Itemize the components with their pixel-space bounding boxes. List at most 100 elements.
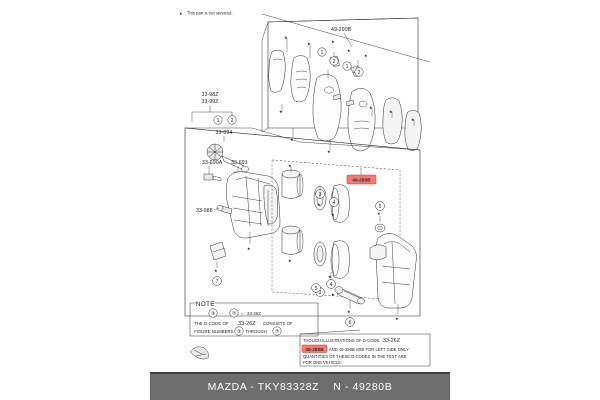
callout-circle xyxy=(234,326,244,336)
callout-2: 2 xyxy=(333,59,336,65)
star-icon: ★ xyxy=(411,117,415,122)
note-line3-b: ⑦ xyxy=(275,329,280,335)
note-line1-code: 33-26Z xyxy=(247,311,261,316)
note-line1-a: ③ xyxy=(211,311,216,317)
callout-5b: 5 xyxy=(315,286,318,292)
caliper-highlight-group: 49-280B xyxy=(346,168,377,185)
callout-circle xyxy=(329,197,339,207)
star-icon: ★ xyxy=(214,268,218,273)
pad-set-label-group: 49-290B xyxy=(331,27,353,48)
callout-circle xyxy=(272,326,282,336)
info-line3: QUANTITIES OF THESE D-CODES IN THE TEXT … xyxy=(303,354,407,359)
star-icon: ★ xyxy=(347,48,351,53)
star-icon: ★ xyxy=(395,316,399,321)
note-box: NOTE ③ ··· ⑦ = 33-26Z THE D-CODE OF 33-2… xyxy=(189,301,319,337)
star-icon: ★ xyxy=(284,35,288,40)
note-title: NOTE xyxy=(196,301,215,308)
footer-banner: MAZDA - TKY83328Z N - 49280B xyxy=(150,374,450,400)
star-icon: ★ xyxy=(331,39,335,44)
info-line4: FOR ONE VEHICLE. xyxy=(303,360,342,365)
note-line1-b: ⑦ xyxy=(232,311,237,317)
star-icon: ★ xyxy=(364,53,368,58)
callout-4b: 4 xyxy=(330,282,333,288)
note-line2: THE D-CODE OF xyxy=(194,321,229,326)
caliper-body xyxy=(216,171,281,239)
info-line1-code: 33-26Z xyxy=(383,338,400,344)
star-icon: ★ xyxy=(331,292,335,297)
callout-circle xyxy=(213,115,223,125)
star-icon: ★ xyxy=(369,105,373,110)
pin-boot-group: 33-694 xyxy=(206,130,249,173)
star-icon: ★ xyxy=(389,109,393,114)
brake-pad-group xyxy=(268,38,422,152)
note-line3-mid: THROUGH xyxy=(245,329,267,334)
warning-pictogram-icon xyxy=(189,346,209,360)
callout-2b: 2 xyxy=(358,70,361,76)
star-icon: ★ xyxy=(279,109,283,114)
star-icon: ★ xyxy=(327,149,331,154)
top-diagonal-leader xyxy=(261,13,431,63)
star-icon: ★ xyxy=(317,202,321,207)
info-line2-rest: AND 49-290B ARE FOR LEFT SIDE ONLY xyxy=(329,347,409,352)
piston-seal-group xyxy=(281,169,350,279)
star-icon: ★ xyxy=(331,212,335,217)
callout-7: 7 xyxy=(216,279,219,285)
callout-3b: 3 xyxy=(319,290,322,296)
callout-circle xyxy=(227,115,237,125)
piston-callouts: ★ 3 ★ 4 ★ ★ 3 ★ xyxy=(288,163,339,297)
callout-1: 1 xyxy=(321,50,324,56)
note-line3-a: ③ xyxy=(237,329,242,335)
note-line3: FIGURE NUMBERS xyxy=(194,329,234,334)
callout-circle xyxy=(311,283,321,293)
callout-circle xyxy=(212,276,222,286)
callout-2c: 2 xyxy=(231,118,234,124)
caliper-assembly-frame xyxy=(184,127,421,317)
slide-pin-group: ★ 6 xyxy=(334,286,365,327)
callout-1b: 1 xyxy=(346,64,349,70)
note-line1-eq: = xyxy=(241,311,244,316)
callout-circle xyxy=(317,47,327,57)
callout-6: 6 xyxy=(349,320,352,326)
bleeder-label-group: 33-988 xyxy=(196,207,220,214)
callout-5: 5 xyxy=(379,204,382,210)
footer-text: MAZDA - TKY83328Z N - 49280B xyxy=(207,381,393,393)
shim-lower-label: 33-99Z xyxy=(201,99,218,105)
note-line2-code: 33-26Z xyxy=(238,321,256,327)
info-line1: THOUGH ILLUSTRATIONS OF D-CODE xyxy=(303,338,379,343)
top-star-note: ★ This part is not serviced. xyxy=(179,11,233,17)
star-glyph-icon: ★ xyxy=(179,11,183,16)
pad-set-label: 49-290B xyxy=(331,27,352,33)
footer-rule xyxy=(150,372,450,374)
bleeder-label: 33-988 xyxy=(196,208,213,214)
callout-circle xyxy=(354,67,364,77)
star-icon: ★ xyxy=(288,163,292,168)
info-highlight-box xyxy=(301,344,328,353)
clip-callout-group: ★ 7 xyxy=(209,241,227,286)
bolt-a-label: 33-690A xyxy=(202,160,223,166)
info-box: THOUGH ILLUSTRATIONS OF D-CODE 33-26Z 49… xyxy=(299,329,431,367)
highlight-box xyxy=(346,174,377,185)
top-callout-numbers: 1 2 1 2 xyxy=(317,47,364,77)
shim-label-group: 33-98Z 33-99Z 1 2 xyxy=(191,92,237,125)
callout-circle xyxy=(345,317,355,327)
star-icon: ★ xyxy=(377,211,381,216)
shim-upper-label: 33-98Z xyxy=(201,92,218,98)
callout-circle xyxy=(342,61,352,71)
star-icon: ★ xyxy=(328,274,332,279)
callout-circle xyxy=(208,308,218,318)
callout-4: 4 xyxy=(333,200,336,206)
star-icon: ★ xyxy=(307,41,311,46)
pin-boot-label: 33-694 xyxy=(216,130,233,136)
top-note-text: This part is not serviced. xyxy=(187,11,233,16)
callout-circle xyxy=(329,56,339,66)
note-line1-dots: ··· xyxy=(219,311,223,316)
piston-seal-dashed-region xyxy=(271,159,401,301)
callout-1c: 1 xyxy=(217,118,220,124)
mounting-bracket: ★ 5 ★ xyxy=(369,201,417,321)
info-line2-highlight: 49-280B xyxy=(305,347,324,352)
bolt-b-label: 33-691 xyxy=(231,160,248,166)
callout-circle xyxy=(229,308,239,318)
callout-circle xyxy=(375,201,385,211)
